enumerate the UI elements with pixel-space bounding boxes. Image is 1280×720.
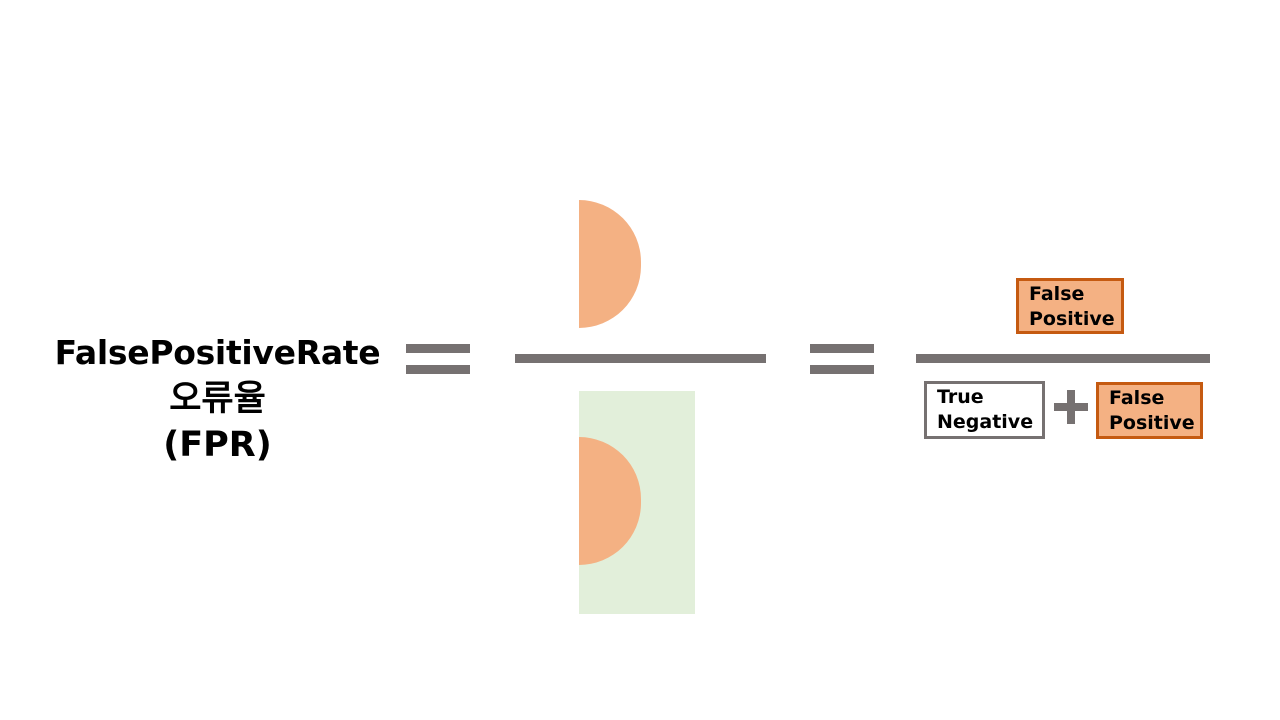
equals-sign-icon (810, 344, 874, 376)
title-abbreviation: (FPR) (163, 425, 272, 465)
title-english: FalsePositiveRate (54, 333, 381, 372)
term-label-line1: False (1109, 387, 1165, 409)
plus-sign-icon (1054, 390, 1088, 424)
equals-top-bar (810, 344, 874, 353)
visual-fraction-line (515, 354, 766, 363)
fpr-title: FalsePositiveRate 오류율 (FPR) (40, 330, 395, 468)
term-label-line1: False (1029, 283, 1085, 305)
equals-bottom-bar (810, 365, 874, 374)
term-label-line2: Negative (937, 411, 1034, 433)
denominator-true-negative-box: True Negative (924, 381, 1045, 439)
text-fraction-line (916, 354, 1210, 363)
equals-bottom-bar (406, 365, 470, 374)
denominator-false-positive-box: False Positive (1096, 382, 1203, 439)
term-label-line1: True (937, 386, 984, 408)
numerator-false-positive-box: False Positive (1016, 278, 1124, 334)
plus-vertical-bar (1067, 390, 1075, 424)
equals-sign-icon (406, 344, 470, 376)
equals-top-bar (406, 344, 470, 353)
term-label-line2: Positive (1029, 308, 1115, 330)
title-korean: 오류율 (169, 379, 266, 419)
numerator-false-positive-shape (579, 200, 641, 328)
term-label-line2: Positive (1109, 412, 1195, 434)
